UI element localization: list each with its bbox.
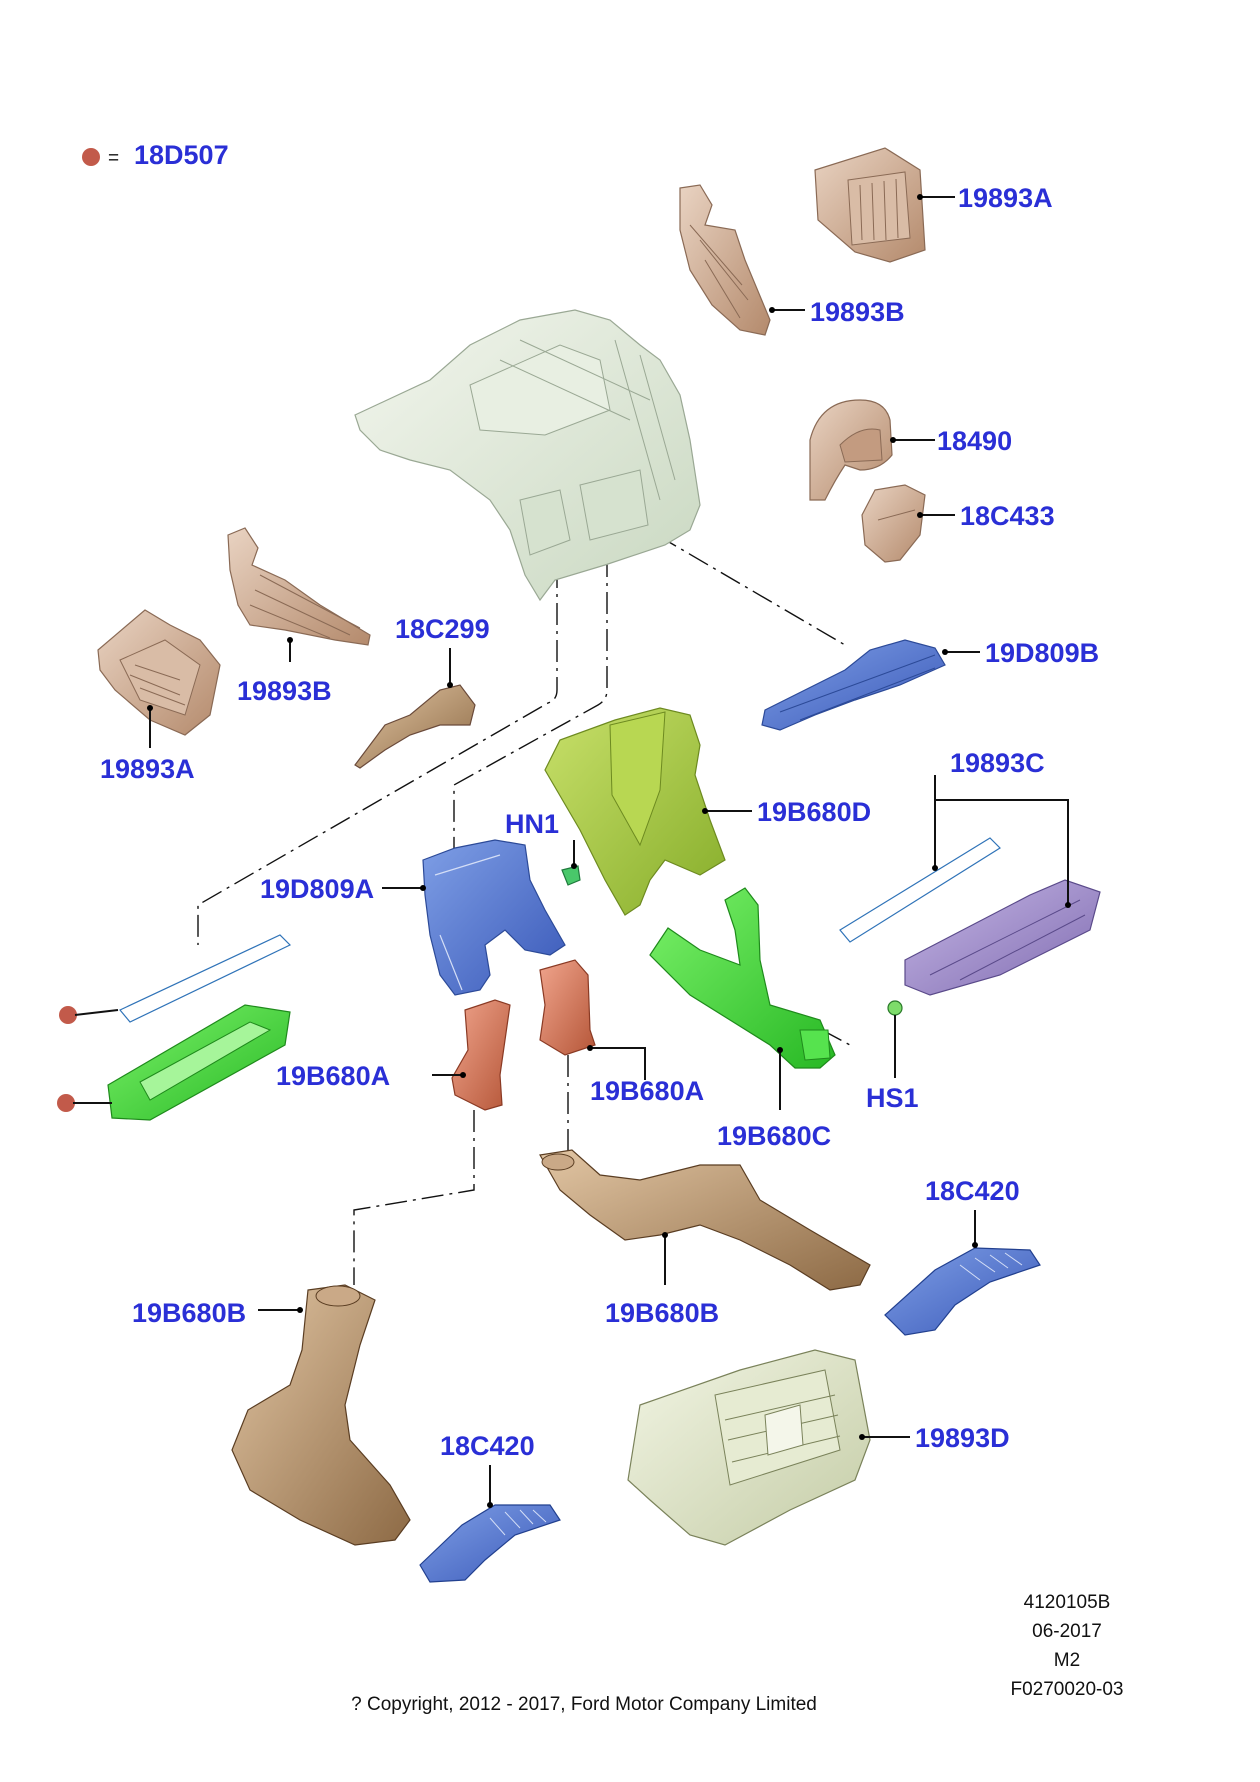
- footer: 4120105B 06-2017 M2 F0270020-03 ? Copyri…: [351, 1592, 1123, 1715]
- part-19B680B-left: [231, 1284, 411, 1546]
- footer-illustration-number: 4120105B: [1024, 1592, 1111, 1613]
- part-18C420-bottom: [419, 1504, 561, 1583]
- part-HN1: [561, 865, 581, 886]
- label-19B680B-mid: 19B680B: [605, 1298, 719, 1328]
- part-19D809A: [422, 839, 566, 996]
- label-19D809B: 19D809B: [985, 638, 1099, 668]
- label-HS1: HS1: [866, 1083, 919, 1113]
- label-HN1: HN1: [505, 809, 559, 839]
- part-19B680C: [649, 887, 836, 1069]
- label-19B680D: 19B680D: [757, 797, 871, 827]
- legend-code: 18D507: [134, 140, 229, 170]
- hs1-grommet: [887, 1000, 903, 1016]
- part-19B680B-mid: [539, 1149, 871, 1291]
- label-18C299: 18C299: [395, 614, 490, 644]
- legend-marker-frame: [57, 1094, 75, 1112]
- label-19893A-left: 19893A: [100, 754, 195, 784]
- part-19893A-top: [814, 147, 926, 263]
- label-19893D: 19893D: [915, 1423, 1010, 1453]
- part-18490: [809, 399, 893, 501]
- footer-figure-code: F0270020-03: [1010, 1679, 1123, 1700]
- part-19893B-left: [227, 527, 371, 646]
- part-19B680A-left: [451, 999, 511, 1111]
- footer-date: 06-2017: [1032, 1621, 1102, 1642]
- duct-opening: [315, 1285, 361, 1307]
- label-19B680A-left: 19B680A: [276, 1061, 390, 1091]
- footer-model: M2: [1054, 1650, 1080, 1671]
- label-18C420-bottom: 18C420: [440, 1431, 535, 1461]
- label-19893C: 19893C: [950, 748, 1045, 778]
- callout-labels: 19893A 19893B 18490 18C433 18C299 19893B…: [100, 183, 1099, 1461]
- part-19893A-left: [97, 609, 221, 736]
- part-18C420-right: [884, 1247, 1041, 1336]
- label-19893B-left: 19893B: [237, 676, 332, 706]
- label-19B680B-left: 19B680B: [132, 1298, 246, 1328]
- legend: = 18D507: [82, 140, 229, 170]
- part-19893B-top: [679, 184, 771, 336]
- label-18C420-right: 18C420: [925, 1176, 1020, 1206]
- label-19893A-top: 19893A: [958, 183, 1053, 213]
- part-left-gasket: [119, 934, 292, 1023]
- duct-opening: [541, 1153, 575, 1171]
- part-left-green-frame: [107, 1004, 291, 1121]
- label-19B680C: 19B680C: [717, 1121, 831, 1151]
- label-19893B-top: 19893B: [810, 297, 905, 327]
- part-19B680A-right: [539, 959, 596, 1056]
- label-19D809A: 19D809A: [260, 874, 374, 904]
- legend-equals: =: [108, 148, 119, 169]
- label-18490: 18490: [937, 426, 1012, 456]
- part-dashboard-frame: [354, 309, 701, 602]
- part-18C299: [354, 684, 476, 769]
- part-19893D: [627, 1349, 871, 1546]
- legend-marker-gasket: [59, 1006, 77, 1024]
- footer-copyright: ? Copyright, 2012 - 2017, Ford Motor Com…: [351, 1694, 817, 1715]
- part-19D809B: [761, 639, 946, 731]
- part-18C433: [861, 484, 926, 563]
- part-HS1: [887, 1000, 903, 1016]
- label-18C433: 18C433: [960, 501, 1055, 531]
- leader-lines: [73, 194, 1071, 1508]
- part-19893C: [839, 837, 1101, 996]
- part-19B680D: [544, 707, 726, 916]
- legend-dot: [82, 148, 100, 166]
- label-19B680A-right: 19B680A: [590, 1076, 704, 1106]
